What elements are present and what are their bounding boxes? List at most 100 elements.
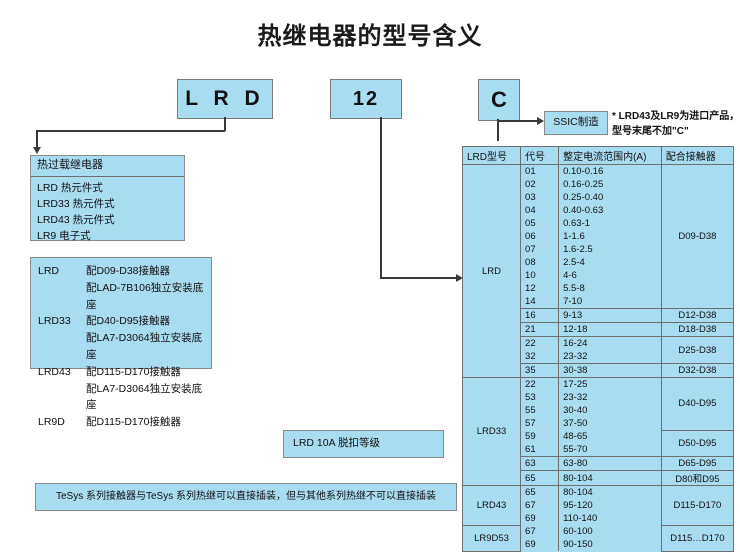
cell-contactor: D25-D38	[660, 336, 735, 364]
match-row: 配LA7-D3064独立安装底座	[31, 381, 211, 415]
match-row: 配LAD-7B106独立安装底座	[31, 280, 211, 314]
relay-type-header: 热过载继电器	[31, 156, 184, 177]
match-model	[38, 381, 86, 415]
match-model	[38, 280, 86, 314]
connector-lrd-horizontal	[36, 130, 225, 132]
cell-code: 69	[520, 512, 560, 525]
cell-range: 2.5-4	[558, 256, 662, 269]
col-header-code: 代号	[520, 146, 560, 165]
cell-model: LR9D53	[461, 524, 522, 552]
cell-code: 06	[520, 230, 560, 243]
match-row: LR9D 配D115-D170接触器	[31, 414, 211, 431]
match-model	[38, 330, 86, 364]
bottom-note-box: TeSys 系列接触器与TeSys 系列热继可以直接插装，但与其他系列热继不可以…	[35, 483, 457, 511]
cell-model: LRD43	[461, 485, 522, 526]
cell-code: 67	[520, 499, 560, 512]
cell-range: 30-40	[558, 404, 662, 417]
cell-range: 0.16-0.25	[558, 178, 662, 191]
connector-lrd-arrow-icon	[33, 147, 41, 154]
cell-code: 55	[520, 404, 560, 417]
connector-c-vertical	[497, 119, 499, 141]
cell-contactor: D40-D95	[660, 377, 735, 431]
cell-contactor: D115-D170	[660, 485, 735, 526]
cell-range: 0.63-1	[558, 217, 662, 230]
match-model: LRD	[38, 265, 60, 277]
page-title: 热继电器的型号含义	[257, 23, 483, 50]
cell-contactor: D50-D95	[660, 429, 735, 457]
cell-model: LRD	[461, 164, 522, 378]
cell-range: 1.6-2.5	[558, 243, 662, 256]
cell-contactor: D18-D38	[660, 322, 735, 337]
cell-range: 17-25	[558, 377, 662, 391]
cell-code: 14	[520, 295, 560, 309]
cell-range: 55-70	[558, 443, 662, 457]
cell-range: 63-80	[558, 456, 662, 471]
code-box-suffix: C	[478, 79, 520, 121]
connector-c-horizontal	[497, 120, 539, 122]
cell-code: 07	[520, 243, 560, 256]
connector-lrd-drop	[36, 130, 38, 148]
match-desc: 配D09-D38接触器	[86, 265, 171, 277]
cell-code: 08	[520, 256, 560, 269]
cell-range: 90-150	[558, 538, 662, 551]
cell-code: 10	[520, 269, 560, 282]
cell-contactor: D09-D38	[660, 164, 735, 309]
import-note-line2: 型号末尾不加"C"	[612, 125, 689, 137]
cell-code: 02	[520, 178, 560, 191]
cell-contactor: D115…D170	[660, 524, 735, 552]
cell-range: 5.5-8	[558, 282, 662, 295]
cell-range: 48-65	[558, 430, 662, 443]
spec-table-head: LRD型号 代号 整定电流范围内(A) 配合接触器	[461, 146, 735, 165]
cell-range: 23-32	[558, 350, 662, 364]
cell-range: 9-13	[558, 308, 662, 323]
ssic-manufacture-box: SSIC制造	[544, 111, 608, 135]
cell-range: 0.25-0.40	[558, 191, 662, 204]
matching-contactor-box: LRD 配D09-D38接触器 配LAD-7B106独立安装底座 LRD33 配…	[30, 257, 212, 428]
cell-code: 03	[520, 191, 560, 204]
cell-range: 7-10	[558, 295, 662, 309]
match-desc: 配LA7-D3064独立安装底座	[86, 382, 203, 412]
match-row: LRD43 配D115-D170接触器	[31, 364, 211, 381]
cell-code: 53	[520, 391, 560, 404]
match-desc: 配D115-D170接触器	[86, 416, 181, 429]
match-desc: 配LA7-D3064独立安装底座	[86, 332, 203, 361]
match-desc: 配LAD-7B106独立安装底座	[86, 281, 204, 311]
cell-contactor: D32-D38	[660, 363, 735, 378]
cell-code: 63	[520, 456, 560, 471]
cell-code: 59	[520, 430, 560, 443]
match-model: LRD43	[38, 365, 71, 378]
cell-range: 16-24	[558, 336, 662, 350]
connector-12-vertical	[380, 117, 382, 278]
cell-range: 60-100	[558, 525, 662, 538]
relay-type-item: LRD43 热元件式	[37, 214, 115, 227]
connector-12-horizontal	[380, 277, 458, 279]
cell-range: 110-140	[558, 512, 662, 525]
cell-range: 80-104	[558, 485, 662, 499]
cell-range: 95-120	[558, 499, 662, 512]
col-header-range: 整定电流范围内(A)	[558, 146, 662, 165]
col-header-model: LRD型号	[461, 146, 522, 165]
table-header-row: LRD型号 代号 整定电流范围内(A) 配合接触器	[461, 146, 735, 165]
match-row: LRD 配D09-D38接触器	[31, 263, 211, 280]
cell-range: 30-38	[558, 363, 662, 378]
cell-code: 12	[520, 282, 560, 295]
relay-type-item: LR9 电子式	[37, 230, 91, 243]
cell-code: 65	[520, 470, 560, 486]
trip-class-box: LRD 10A 脱扣等级	[283, 430, 444, 458]
cell-contactor: D12-D38	[660, 308, 735, 323]
